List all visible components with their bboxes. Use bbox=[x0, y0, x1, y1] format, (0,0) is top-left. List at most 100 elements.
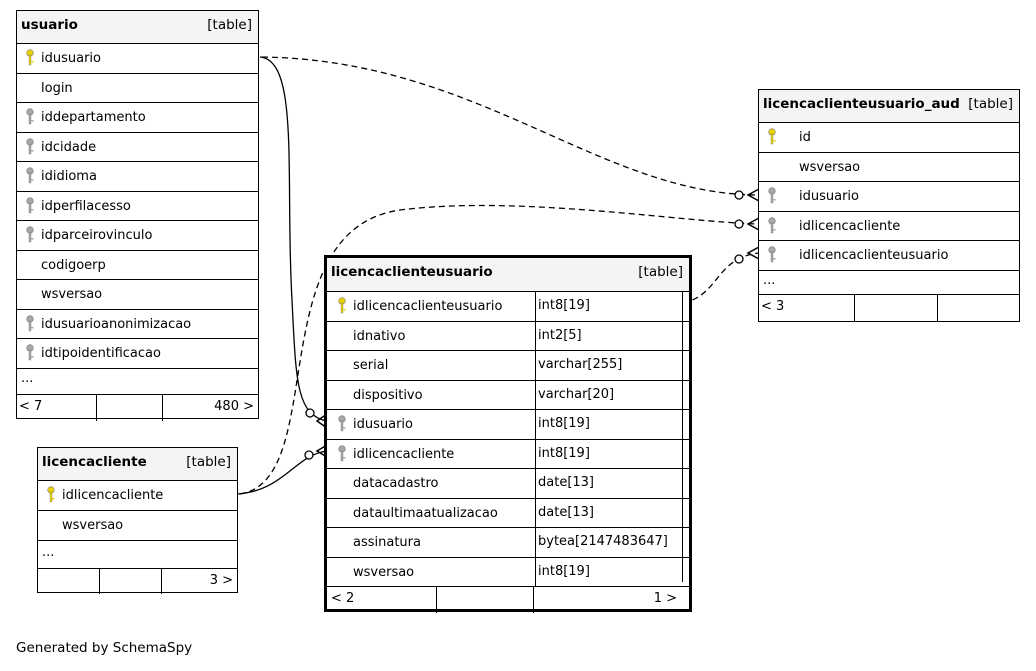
column-row[interactable]: iddepartamento bbox=[17, 103, 258, 133]
column-name: dispositivo bbox=[353, 387, 423, 403]
parents-count: < 3 bbox=[761, 298, 785, 314]
table-kind: [table] bbox=[207, 17, 252, 33]
parents-count: < 7 bbox=[19, 398, 43, 414]
primary-key-icon bbox=[46, 486, 56, 504]
column-name: idusuario bbox=[799, 189, 859, 204]
column-name: idparceirovinculo bbox=[41, 228, 153, 243]
column-name: idnativo bbox=[353, 328, 406, 344]
edge-marker-circle bbox=[734, 254, 744, 264]
column-name: assinatura bbox=[353, 535, 421, 550]
column-name: idlicencaclienteusuario bbox=[799, 248, 949, 263]
foreign-key-icon bbox=[25, 137, 35, 156]
column-type: int2[5] bbox=[538, 327, 582, 343]
column-row[interactable]: assinatura bytea[2147483647] bbox=[327, 528, 689, 558]
column-name: iddepartamento bbox=[41, 110, 146, 125]
edge-licencacliente-to-aud bbox=[239, 204, 760, 495]
table-header: usuario [table] bbox=[17, 11, 258, 44]
foreign-key-icon bbox=[25, 226, 35, 244]
column-type: date[13] bbox=[538, 475, 594, 490]
column-row[interactable]: idlicencacliente int8[19] bbox=[327, 439, 689, 469]
column-name: idlicencacliente bbox=[353, 446, 455, 462]
column-row[interactable]: wsversao bbox=[759, 153, 1019, 182]
column-name: idusuario bbox=[41, 51, 101, 66]
column-row[interactable]: idcidade bbox=[17, 133, 258, 162]
column-name: idcidade bbox=[41, 139, 97, 155]
children-count: 3 > bbox=[209, 573, 233, 588]
edge-marker-crowfoot bbox=[746, 246, 760, 260]
column-row[interactable]: idtipoidentificacao bbox=[17, 339, 258, 369]
children-count: 1 > bbox=[653, 591, 677, 606]
table-footer: < 2 1 > bbox=[327, 587, 689, 613]
column-row[interactable]: wsversao bbox=[38, 511, 237, 541]
table-usuario[interactable]: usuario [table] idusuario login iddepartam… bbox=[16, 10, 259, 421]
table-licencaclienteusuario[interactable]: licencaclienteusuario [table] idlicencac… bbox=[324, 255, 692, 613]
foreign-key-icon bbox=[25, 108, 35, 126]
table-licencaclienteusuario_aud[interactable]: licencaclienteusuario_aud [table] id wsve… bbox=[758, 89, 1020, 322]
column-row[interactable]: idlicencacliente bbox=[38, 481, 237, 511]
column-row[interactable]: ididioma bbox=[17, 162, 258, 192]
column-row[interactable]: dataultimaatualizacao date[13] bbox=[327, 498, 689, 528]
primary-key-icon bbox=[337, 297, 347, 315]
column-row[interactable]: codigoerp bbox=[17, 251, 258, 280]
edge-marker-circle bbox=[734, 190, 744, 200]
column-type: varchar[255] bbox=[538, 357, 623, 372]
column-row[interactable]: idusuario bbox=[17, 44, 258, 74]
table-footer: 3 > bbox=[38, 569, 237, 594]
column-row[interactable]: idlicencacliente bbox=[759, 212, 1019, 241]
edge-usuario-to-licencaclienteusuario bbox=[259, 56, 328, 422]
foreign-key-icon bbox=[767, 216, 777, 235]
column-row[interactable]: id bbox=[759, 123, 1019, 153]
column-type: date[13] bbox=[538, 504, 594, 520]
column-row[interactable]: idlicencaclienteusuario bbox=[759, 241, 1019, 271]
column-name: serial bbox=[353, 358, 389, 373]
edge-marker-circle bbox=[305, 408, 315, 418]
edge-marker-crowfoot bbox=[315, 413, 328, 429]
edge-licencaclienteusuario-to-aud bbox=[682, 252, 760, 304]
column-name: wsversao bbox=[353, 564, 415, 580]
column-name: idlicencacliente bbox=[62, 488, 164, 503]
foreign-key-icon bbox=[337, 415, 347, 433]
column-row[interactable]: idusuario bbox=[759, 182, 1019, 212]
column-name: wsversao bbox=[799, 159, 861, 175]
column-name: dataultimaatualizacao bbox=[353, 505, 498, 521]
column-name: codigoerp bbox=[41, 257, 106, 273]
table-licencacliente[interactable]: licencacliente [table] idlicencacliente w… bbox=[37, 447, 238, 594]
primary-key-icon bbox=[25, 49, 35, 67]
column-type: int8[19] bbox=[538, 445, 590, 461]
table-kind: [table] bbox=[968, 96, 1013, 112]
table-name: licencaclienteusuario bbox=[331, 264, 493, 280]
column-type: bytea[2147483647] bbox=[538, 534, 668, 549]
column-row[interactable]: dispositivo varchar[20] bbox=[327, 380, 689, 410]
table-header: licencacliente [table] bbox=[38, 448, 237, 481]
table-kind: [table] bbox=[638, 264, 683, 280]
table-header: licencaclienteusuario_aud [table] bbox=[759, 90, 1019, 123]
foreign-key-icon bbox=[25, 167, 35, 185]
column-row[interactable]: datacadastro date[13] bbox=[327, 469, 689, 499]
foreign-key-icon bbox=[767, 187, 777, 205]
column-row[interactable]: wsversao bbox=[17, 280, 258, 310]
column-name: idperfilacesso bbox=[41, 198, 131, 214]
column-name: idlicencacliente bbox=[799, 218, 901, 234]
column-name: datacadastro bbox=[353, 476, 439, 491]
edge-marker-circle bbox=[304, 450, 314, 460]
column-name: wsversao bbox=[41, 287, 103, 302]
column-row[interactable]: idusuarioanonimizacao bbox=[17, 310, 258, 339]
more-columns: ... bbox=[38, 541, 237, 569]
column-row[interactable]: idnativo int2[5] bbox=[327, 321, 689, 351]
foreign-key-icon bbox=[25, 314, 35, 333]
column-type: int8[19] bbox=[538, 298, 590, 313]
children-count: 480 > bbox=[214, 398, 254, 414]
column-type: varchar[20] bbox=[538, 386, 615, 402]
column-row[interactable]: idparceirovinculo bbox=[17, 221, 258, 251]
column-row[interactable]: idperfilacesso bbox=[17, 192, 258, 221]
column-row[interactable]: serial varchar[255] bbox=[327, 351, 689, 381]
foreign-key-icon bbox=[25, 196, 35, 215]
column-name: ididioma bbox=[41, 169, 97, 184]
edge-marker-circle bbox=[734, 219, 744, 229]
column-row[interactable]: login bbox=[17, 74, 258, 103]
edge-licencacliente-to-licencaclienteusuario bbox=[237, 450, 328, 495]
